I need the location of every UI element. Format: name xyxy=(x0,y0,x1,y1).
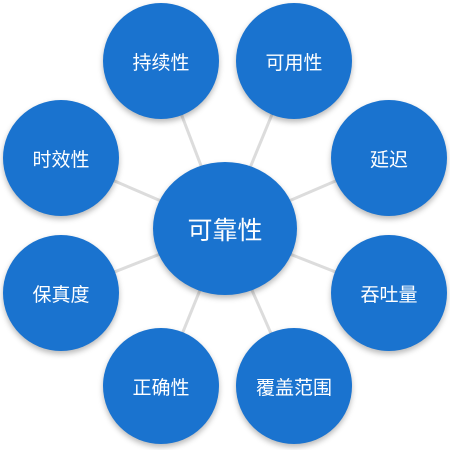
node-availability: 可用性 xyxy=(236,3,352,119)
node-throughput: 吞吐量 xyxy=(331,235,447,351)
node-latency: 延迟 xyxy=(331,100,447,216)
node-fidelity: 保真度 xyxy=(3,235,119,351)
node-label: 覆盖范围 xyxy=(255,376,332,399)
center-label: 可靠性 xyxy=(187,215,263,245)
node-persistence: 持续性 xyxy=(103,3,219,119)
node-label: 正确性 xyxy=(132,376,190,399)
node-label: 延迟 xyxy=(369,148,408,171)
node-label: 时效性 xyxy=(32,148,90,171)
node-correctness: 正确性 xyxy=(103,328,219,444)
node-label: 保真度 xyxy=(32,283,90,306)
node-label: 吞吐量 xyxy=(360,283,418,306)
node-timeliness: 时效性 xyxy=(3,100,119,216)
node-reliability-center: 可靠性 xyxy=(153,162,297,295)
node-label: 可用性 xyxy=(265,51,323,74)
node-label: 持续性 xyxy=(132,51,190,74)
node-coverage: 覆盖范围 xyxy=(236,328,352,444)
